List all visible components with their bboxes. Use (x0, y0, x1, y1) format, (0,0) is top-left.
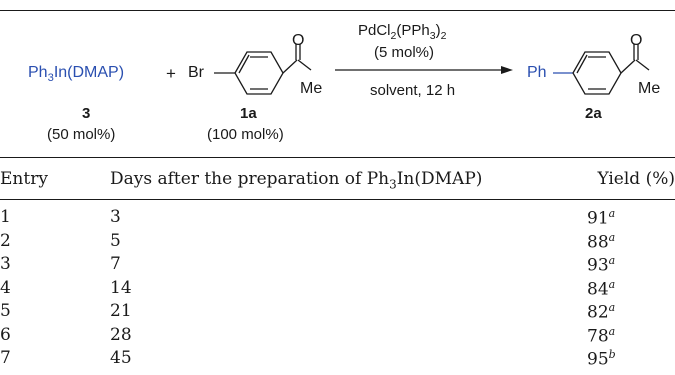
substrate-bromo: Br (188, 64, 204, 81)
catalyst-formula: PdCl2(PPh3)2 (358, 22, 447, 42)
table-row-entry: 5 (0, 301, 11, 321)
table-row-days: 14 (110, 277, 132, 298)
footnote-marker: a (608, 254, 616, 267)
product-phenyl: Ph (527, 64, 547, 81)
substrate-methyl: Me (300, 80, 323, 97)
yield-value: 91 (587, 208, 609, 229)
reagent-formula: Ph3In(DMAP) (28, 64, 125, 85)
table-row-yield: 91a (587, 207, 615, 229)
footnote-marker: a (608, 230, 616, 244)
catalyst-loading: (5 mol%) (374, 44, 435, 61)
table-row-days: 7 (110, 254, 121, 274)
yield-value: 78 (587, 326, 609, 347)
product-methyl: Me (638, 80, 661, 97)
table-row-entry: 6 (0, 324, 11, 345)
table-row-yield: 95b (587, 348, 616, 370)
top-rule (0, 10, 675, 11)
table-row-yield: 93a (587, 254, 615, 276)
product-label: 2a (585, 105, 602, 122)
table-row-entry: 1 (0, 207, 11, 227)
scheme-rule (0, 157, 675, 158)
table-row-days: 5 (110, 230, 121, 251)
header-yield: Yield (%) (597, 169, 675, 189)
reagent-amount: (50 mol%) (47, 126, 116, 143)
reaction-conditions: solvent, 12 h (370, 82, 456, 99)
table-row-entry: 3 (0, 254, 11, 274)
substrate-amount: (100 mol%) (207, 126, 284, 143)
table-row-entry: 2 (0, 230, 11, 251)
footnote-marker: b (608, 348, 616, 361)
header-rule (0, 199, 675, 200)
plus-sign: + (166, 64, 176, 83)
substrate-oxygen: O (292, 32, 305, 49)
header-days: Days after the preparation of Ph3In(DMAP… (110, 169, 483, 192)
yield-value: 84 (587, 279, 609, 300)
footnote-marker: a (608, 324, 616, 338)
table-row-yield: 84a (587, 278, 615, 300)
footnote-marker: a (608, 277, 616, 291)
yield-value: 95 (587, 349, 609, 370)
table-row-days: 3 (110, 207, 121, 227)
table-row-yield: 88a (587, 231, 615, 253)
substrate-structure (214, 44, 312, 95)
reagent-label: 3 (82, 105, 91, 122)
footnote-marker: a (608, 207, 616, 220)
yield-value: 82 (587, 302, 609, 323)
table-row-entry: 4 (0, 277, 11, 298)
table-row-days: 21 (110, 301, 132, 321)
table-row-yield: 78a (587, 325, 615, 347)
yield-value: 93 (587, 255, 609, 276)
table-row-entry: 7 (0, 348, 11, 368)
header-entry: Entry (0, 169, 48, 189)
table-row-days: 28 (110, 324, 132, 345)
product-oxygen: O (630, 32, 643, 49)
yield-value: 88 (587, 232, 609, 253)
footnote-marker: a (608, 301, 616, 314)
substrate-label: 1a (240, 105, 257, 122)
product-structure (553, 44, 650, 95)
table-row-yield: 82a (587, 301, 615, 323)
reaction-arrow (335, 66, 513, 74)
table-row-days: 45 (110, 348, 132, 368)
